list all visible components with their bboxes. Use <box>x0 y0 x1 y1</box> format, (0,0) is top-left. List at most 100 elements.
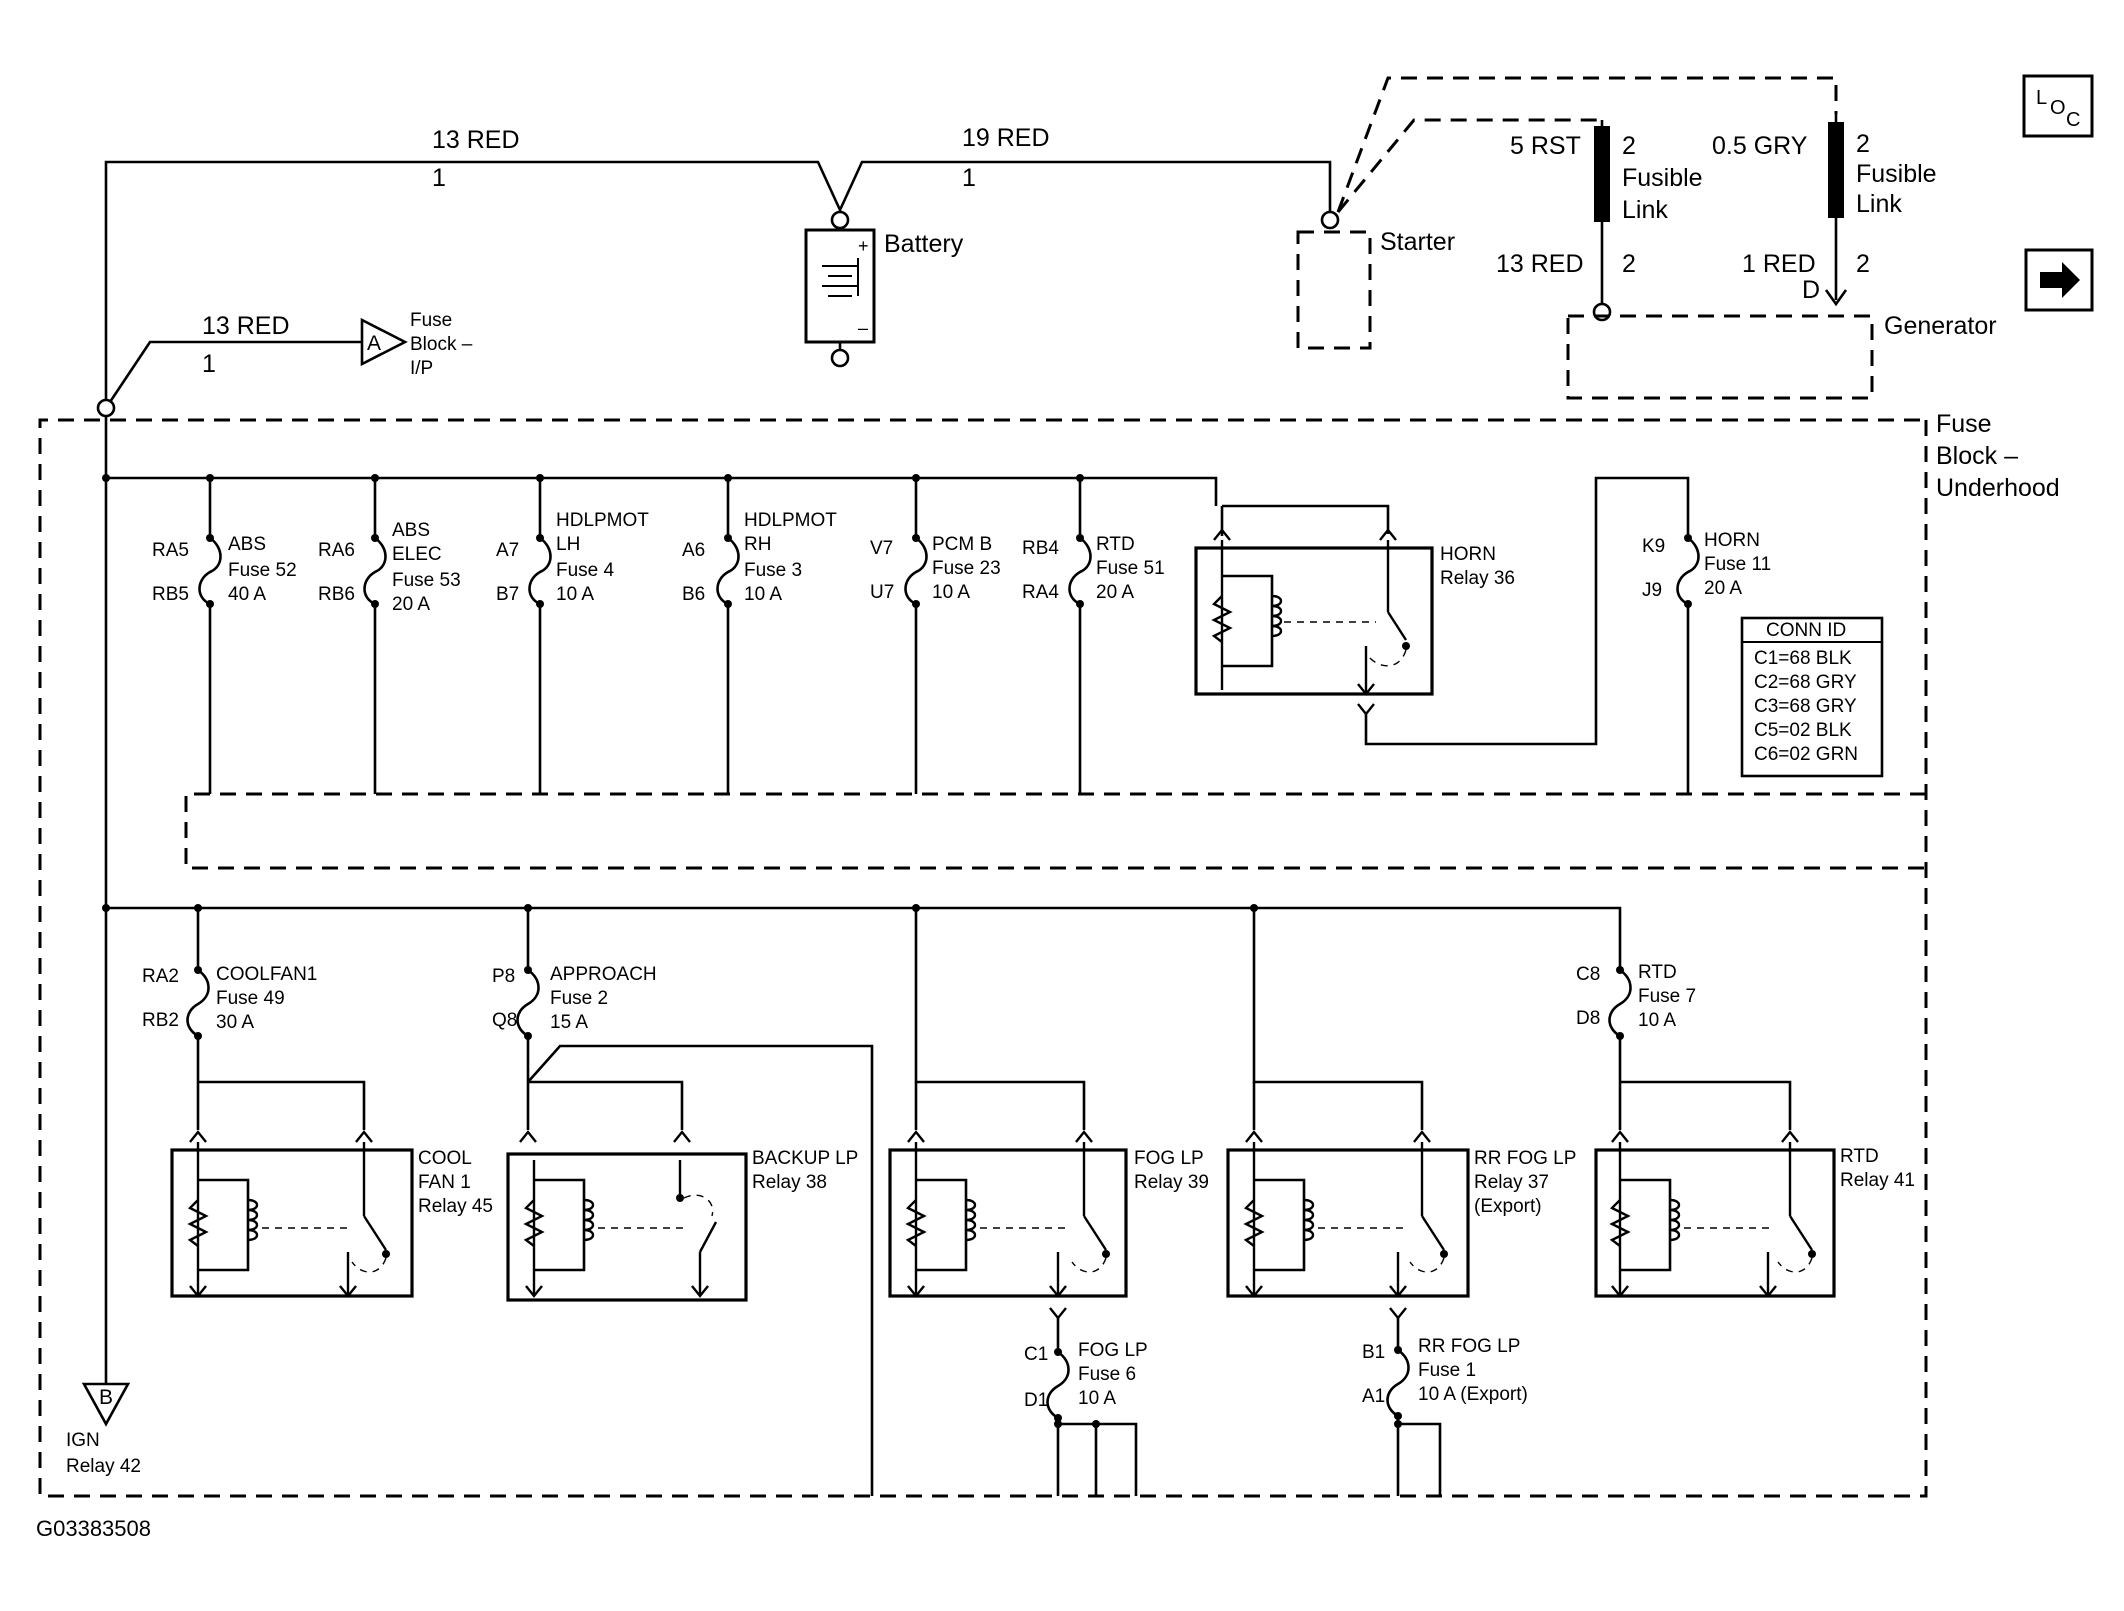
fusible-link-2-top-wire: 0.5 GRY <box>1712 132 1808 160</box>
fuse-49-out: RB2 <box>142 1010 179 1031</box>
svg-text:C: C <box>2066 109 2080 131</box>
fuse-2-rating: 15 A <box>550 1012 588 1033</box>
fuse-11-out: J9 <box>1642 580 1662 601</box>
relay-38-label-2: Relay 38 <box>752 1172 827 1193</box>
fuse-23-rating: 10 A <box>932 582 970 603</box>
splice-node <box>96 398 116 418</box>
conn-id-row: C5=02 BLK <box>1754 720 1852 741</box>
fuse-11-in: K9 <box>1642 536 1665 557</box>
relay-45-label-1: COOL <box>418 1148 472 1169</box>
fuse-7-out: D8 <box>1576 1008 1600 1029</box>
fuse-53-rating: 20 A <box>392 594 430 615</box>
battery-feed-wires <box>104 160 1332 409</box>
fusible-link-2-name-1: Fusible <box>1856 160 1937 188</box>
fuse-block-underhood-outline <box>38 418 1928 1498</box>
fuse-1-rating: 10 A (Export) <box>1418 1384 1528 1405</box>
fuse-block-underhood-label-1: Fuse <box>1936 410 1992 438</box>
fusible-link-1-bottom-pin: 2 <box>1622 250 1636 278</box>
lower-bus <box>102 904 1622 970</box>
fuse-7-number: Fuse 7 <box>1638 986 1696 1007</box>
fusible-link-2-bottom-wire: 1 RED <box>1742 250 1816 278</box>
fuse-51-in: RB4 <box>1022 538 1059 559</box>
fuse-52-in: RA5 <box>152 540 189 561</box>
fuse-4-hdlpmot-lh <box>528 478 552 794</box>
wire-label-ip-13-red: 13 RED <box>202 312 290 340</box>
fusible-link-2-bottom-pin: 2 <box>1856 250 1870 278</box>
relay-38-label-1: BACKUP LP <box>752 1148 858 1169</box>
fuse-53-out: RB6 <box>318 584 355 605</box>
fuse-1-name: RR FOG LP <box>1418 1336 1520 1357</box>
fuse-block-underhood-label-2: Block – <box>1936 442 2018 470</box>
fuse-7-name: RTD <box>1638 962 1677 983</box>
fuse-11-number: Fuse 11 <box>1704 554 1771 575</box>
fuse-52-number: Fuse 52 <box>228 560 297 581</box>
connector-a-icon: A <box>360 317 408 367</box>
fuse-6-number: Fuse 6 <box>1078 1364 1136 1385</box>
fuse-53-number: Fuse 53 <box>392 570 461 591</box>
fuse-23-name: PCM B <box>932 534 992 555</box>
fuse-49-in: RA2 <box>142 966 179 987</box>
fusible-link-1-name-2: Link <box>1622 196 1668 224</box>
generator-label: Generator <box>1884 312 1997 340</box>
fuse-3-name-2: RH <box>744 534 771 555</box>
fuse-11-rating: 20 A <box>1704 578 1742 599</box>
relay-45-label-3: Relay 45 <box>418 1196 493 1217</box>
fuse-3-out: B6 <box>682 584 705 605</box>
fusible-link-1 <box>1592 120 1612 322</box>
fuse-block-ip-label-3: I/P <box>410 358 433 379</box>
fuse-block-underhood-label-3: Underhood <box>1936 474 2060 502</box>
fusible-link-1-bottom-wire: 13 RED <box>1496 250 1584 278</box>
fuse-6-in: C1 <box>1024 1344 1048 1365</box>
svg-text:O: O <box>2050 97 2066 119</box>
diagram-code: G03383508 <box>36 1516 151 1541</box>
battery-label: Battery <box>884 230 964 258</box>
fusible-link-2-terminal: D <box>1802 276 1820 304</box>
loc-icon[interactable]: L O C <box>2022 74 2094 138</box>
fuse-4-name-1: HDLPMOT <box>556 510 649 531</box>
upper-bus <box>102 474 1218 506</box>
conn-id-row: C2=68 GRY <box>1754 672 1857 693</box>
arrow-right-icon[interactable] <box>2024 248 2094 312</box>
conn-id-header: CONN ID <box>1766 620 1846 641</box>
horn-relay-36 <box>1194 476 1700 794</box>
fuse-7-in: C8 <box>1576 964 1600 985</box>
fuse-3-hdlpmot-rh <box>716 478 740 794</box>
wire-circuit-1: 1 <box>432 164 446 192</box>
battery-negative-terminal <box>830 348 850 368</box>
fuse-23-out: U7 <box>870 582 894 603</box>
battery-icon: + – <box>804 228 876 344</box>
wire-label-19-red: 19 RED <box>962 124 1050 152</box>
fuse-4-rating: 10 A <box>556 584 594 605</box>
generator-box <box>1566 314 1874 400</box>
wire-circuit-1b: 1 <box>962 164 976 192</box>
relay-39-label-1: FOG LP <box>1134 1148 1204 1169</box>
fuse-6-name: FOG LP <box>1078 1340 1148 1361</box>
fusible-link-1-name-1: Fusible <box>1622 164 1703 192</box>
relay-38-backup-lp <box>506 1130 748 1302</box>
fuse-51-name: RTD <box>1096 534 1135 555</box>
conn-id-row: C1=68 BLK <box>1754 648 1852 669</box>
fuse-3-number: Fuse 3 <box>744 560 802 581</box>
fuse-3-rating: 10 A <box>744 584 782 605</box>
relay-37-rr-fog-lp <box>1226 908 1470 1496</box>
fuse-4-name-2: LH <box>556 534 580 555</box>
connector-b-icon: B <box>81 1382 131 1427</box>
wire-label-13-red: 13 RED <box>432 126 520 154</box>
fusible-link-2-top-pin: 2 <box>1856 130 1870 158</box>
relay-37-label-3: (Export) <box>1474 1196 1542 1217</box>
fuse-3-in: A6 <box>682 540 705 561</box>
relay-41-rtd <box>1594 1130 1836 1298</box>
relay-39-label-2: Relay 39 <box>1134 1172 1209 1193</box>
fusible-link-1-top-pin: 2 <box>1622 132 1636 160</box>
fuse-11-name: HORN <box>1704 530 1760 551</box>
fuse-2-approach <box>516 908 874 1496</box>
horn-relay-label-1: HORN <box>1440 544 1496 565</box>
fuse-51-out: RA4 <box>1022 582 1059 603</box>
svg-text:–: – <box>858 318 868 338</box>
fuse-53-name-2: ELEC <box>392 544 442 565</box>
fuse-23-pcm-b <box>904 478 928 794</box>
svg-text:L: L <box>2036 87 2047 109</box>
relay-37-label-1: RR FOG LP <box>1474 1148 1576 1169</box>
svg-text:+: + <box>858 236 869 256</box>
fuse-49-rating: 30 A <box>216 1012 254 1033</box>
